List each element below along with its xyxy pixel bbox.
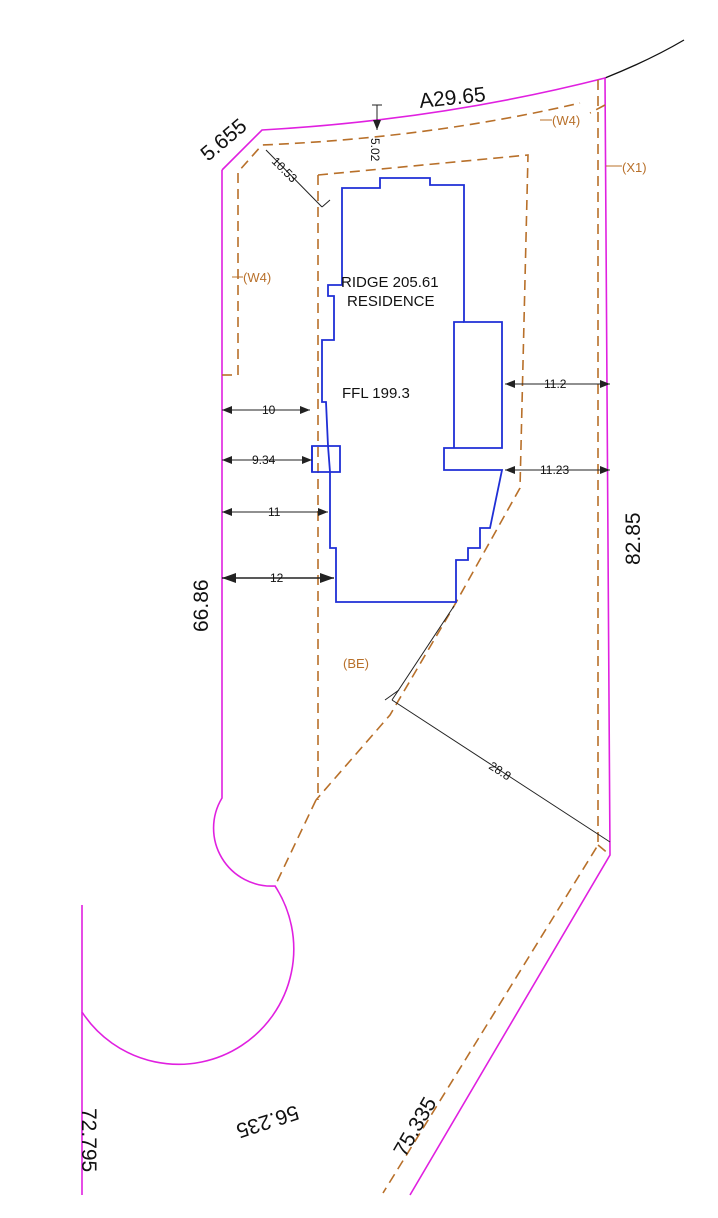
residence-label: RESIDENCE: [347, 293, 435, 310]
dimension-lines: [222, 104, 611, 843]
nw-segment-label: 5.655: [196, 114, 251, 165]
left-boundary-length: 66.86: [190, 579, 213, 632]
dim-9-34: 9.34: [252, 453, 276, 467]
ridge-label: RIDGE 205.61: [341, 274, 439, 291]
right-boundary-length: 82.85: [622, 512, 645, 565]
zone-tag-w4-top: (W4): [552, 113, 580, 128]
residence-footprint: [311, 177, 504, 603]
residence-inner-line: [311, 321, 464, 472]
dim-12: 12: [270, 571, 284, 585]
dim-10: 10: [262, 403, 276, 417]
bottom-left-length: 72.795: [77, 1108, 100, 1172]
property-boundary: [221, 76, 611, 1196]
dim-28-8: 28.8: [486, 759, 513, 784]
zone-tag-be: (BE): [343, 656, 369, 671]
ffl-label: FFL 199.3: [342, 385, 410, 402]
setback-lines: [222, 80, 611, 1194]
dim-5-02: 5.02: [368, 138, 382, 162]
property-boundary-left-arc: [81, 170, 295, 1066]
road-edge-line: [604, 39, 685, 79]
dim-10-53: 10.53: [269, 154, 300, 185]
dim-11: 11: [268, 505, 281, 519]
arc-length-label: A29.65: [418, 83, 487, 113]
bottom-right-length: 75.335: [389, 1093, 441, 1160]
dim-11-23: 11.23: [540, 463, 569, 477]
arc-bottom-length: 56.235: [233, 1100, 301, 1142]
dim-11-2: 11.2: [544, 377, 567, 391]
zone-tag-x1: (X1): [622, 160, 647, 175]
zone-tag-w4-left: (W4): [243, 270, 271, 285]
dimension-arrowheads: [222, 120, 610, 583]
